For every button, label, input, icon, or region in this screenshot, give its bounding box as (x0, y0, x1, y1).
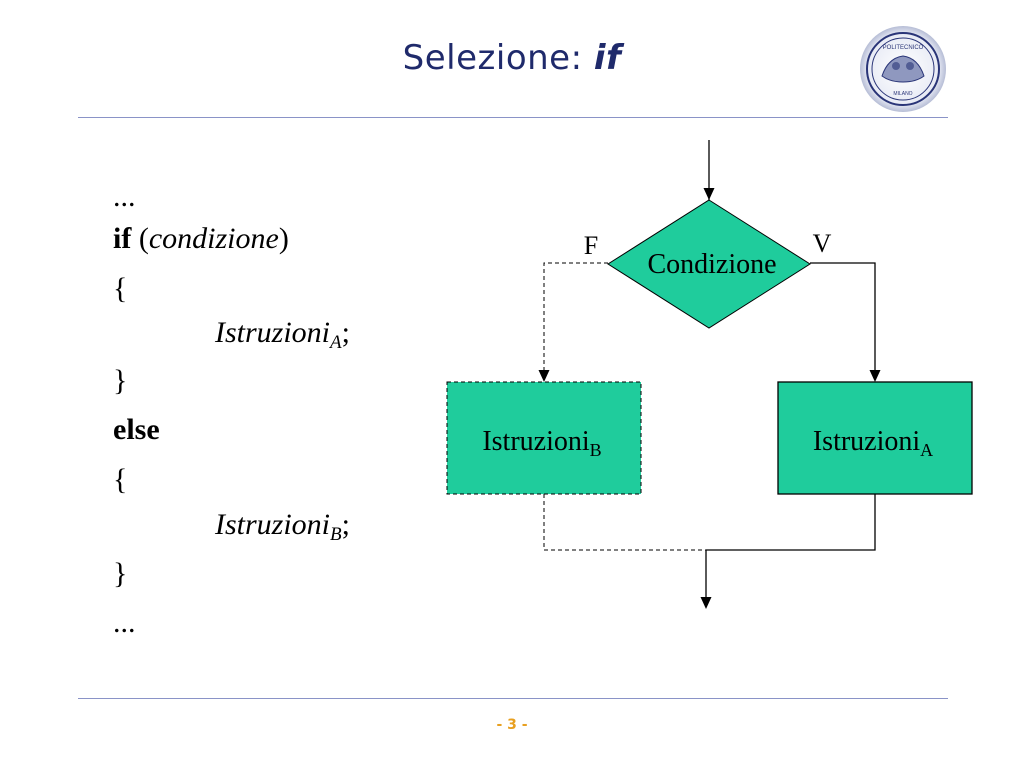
code-ellipsis-start: ... (113, 180, 136, 213)
logo-text-top: POLITECNICO (883, 45, 924, 51)
false-branch-line (543, 262, 608, 372)
code-stmt-a: IstruzioniA; (215, 316, 350, 354)
code-brace-close-2: } (113, 557, 128, 590)
code-brace-open-2: { (113, 463, 128, 496)
code-stmt-b: IstruzioniB; (215, 508, 350, 546)
stmt-a-sub: A (330, 332, 342, 353)
page-number: - 3 - (496, 717, 528, 733)
flow-entry-arrowhead (703, 188, 715, 200)
true-merge-line (706, 494, 876, 551)
slide-title-keyword: if (593, 38, 622, 78)
slide-title: Selezione: if (0, 38, 1024, 78)
stmt-b-semicolon: ; (341, 508, 350, 541)
close-paren: ) (278, 222, 289, 255)
false-branch-arrowhead (538, 370, 550, 382)
false-merge-line (543, 494, 706, 551)
code-brace-open-1: { (113, 272, 128, 305)
footer-divider (78, 698, 948, 699)
condition-diamond (607, 199, 811, 329)
header-divider (78, 117, 948, 118)
condition-label: Condizione (647, 249, 776, 280)
slide-title-prefix: Selezione: (402, 38, 594, 78)
false-branch-label: F (584, 231, 598, 260)
if-keyword: if (113, 222, 132, 255)
true-branch-arrowhead (869, 370, 881, 382)
logo-text-bottom: MILANO (893, 91, 912, 97)
stmt-a-semicolon: ; (341, 316, 350, 349)
code-else-line: else (113, 413, 160, 447)
istruzioni-b-box (446, 381, 642, 495)
istruzioni-b-label: IstruzioniB (482, 426, 601, 460)
flow-exit-arrowhead (700, 597, 712, 609)
condition-text: condizione (148, 222, 279, 255)
politecnico-logo: POLITECNICO MILANO (860, 26, 946, 112)
true-branch-line (810, 262, 876, 372)
code-ellipsis-end: ... (113, 606, 136, 639)
istruzioni-a-label: IstruzioniA (813, 426, 933, 460)
istruzioni-a-box (777, 381, 973, 495)
code-brace-close-1: } (113, 364, 128, 397)
stmt-b-text: Istruzioni (215, 508, 331, 541)
stmt-b-sub: B (330, 524, 342, 545)
stmt-a-text: Istruzioni (215, 316, 331, 349)
code-if-line: if (condizione) (113, 222, 289, 256)
true-branch-label: V (813, 229, 832, 258)
open-paren: ( (131, 222, 149, 255)
else-keyword: else (113, 413, 160, 446)
